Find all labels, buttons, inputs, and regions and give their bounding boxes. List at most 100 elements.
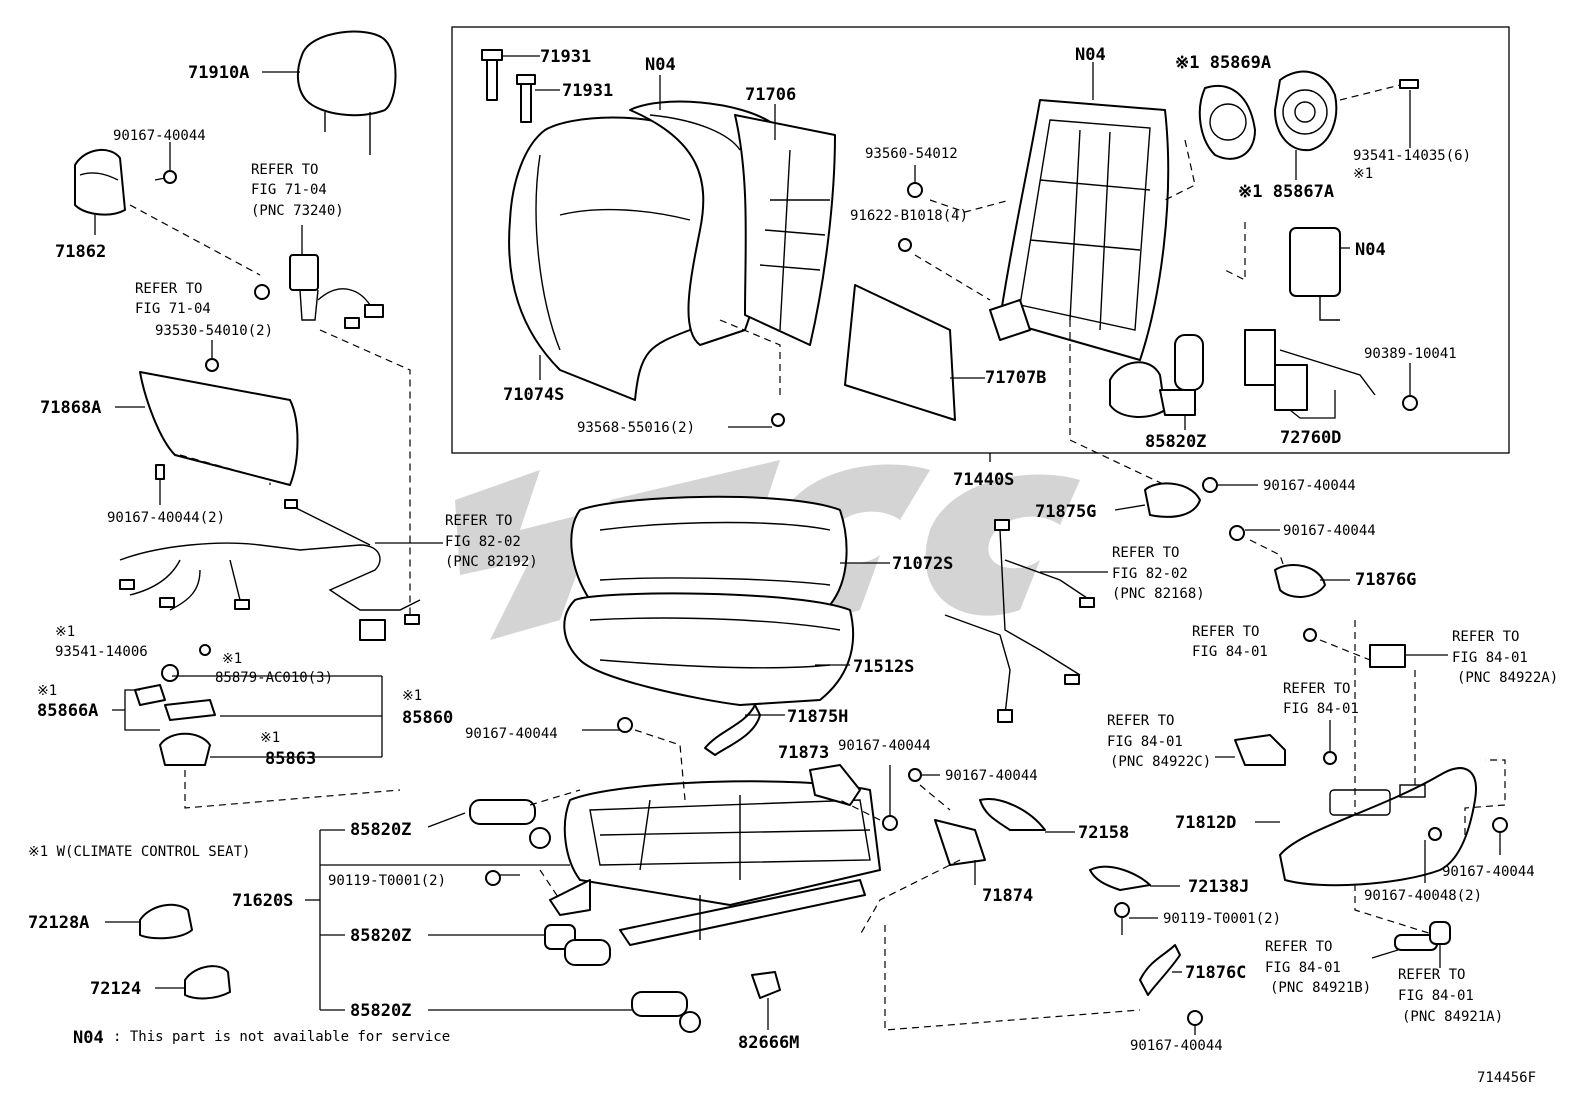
label-refer-pnc: (PNC 84921B) xyxy=(1270,980,1371,996)
seatback-mat-part xyxy=(844,284,956,421)
label-mark: ※1 xyxy=(260,730,280,746)
screw-part xyxy=(882,815,898,831)
label-90119-T0001: 90119-T0001(2) xyxy=(328,873,446,889)
label-90167-40044: 90167-40044 xyxy=(465,726,558,742)
label-mark: ※1 xyxy=(402,688,422,704)
label-90167-40044: 90167-40044 xyxy=(945,768,1038,784)
label-90167-40044: 90167-40044 xyxy=(1263,478,1356,494)
label-90167-40044: 90167-40044 xyxy=(1442,864,1535,880)
label-n04-key: N04 xyxy=(73,1028,104,1048)
label-85863: 85863 xyxy=(265,749,316,769)
label-refer-pnc: (PNC 73240) xyxy=(251,203,344,219)
blower-fan-part xyxy=(1274,70,1338,152)
label-72760D: 72760D xyxy=(1280,428,1341,448)
screw-part xyxy=(771,413,785,427)
seat-adjuster-frame-part xyxy=(549,780,881,946)
label-85866A: 85866A xyxy=(37,701,98,721)
label-refer-pnc: (PNC 82168) xyxy=(1112,586,1205,602)
label-71706: 71706 xyxy=(745,85,796,105)
recliner-motor-part xyxy=(1109,334,1204,418)
screw-part xyxy=(908,768,922,782)
label-90167-40044: 90167-40044 xyxy=(838,738,931,754)
seatback-pad-part xyxy=(629,100,778,346)
label-refer-fig: FIG 84-01 xyxy=(1192,644,1268,660)
label-refer-to: REFER TO xyxy=(251,162,318,178)
label-82666M: 82666M xyxy=(738,1033,799,1053)
wire-harness xyxy=(119,499,421,641)
label-93541-14006: 93541-14006 xyxy=(55,644,148,660)
label-refer-to: REFER TO xyxy=(1192,624,1259,640)
screw-part xyxy=(907,182,923,198)
label-refer-fig: FIG 82-02 xyxy=(1112,566,1188,582)
label-71074S: 71074S xyxy=(503,385,564,405)
label-72128A: 72128A xyxy=(28,913,89,933)
screw-part xyxy=(898,238,912,252)
label-refer-pnc: (PNC 84922A) xyxy=(1457,670,1558,686)
label-refer-to: REFER TO xyxy=(1452,629,1519,645)
screw-part xyxy=(1323,751,1337,765)
label-refer-to: REFER TO xyxy=(445,513,512,529)
label-note-w: ※1 W(CLIMATE CONTROL SEAT) xyxy=(28,844,250,860)
lifter-motor-part xyxy=(544,924,611,966)
cover-part xyxy=(139,903,193,940)
label-71620S: 71620S xyxy=(232,891,293,911)
label-mark: ※1 xyxy=(37,683,57,699)
label-n04: N04 xyxy=(1075,45,1106,65)
cover-part xyxy=(184,965,231,1000)
label-refer-pnc: (PNC 84922C) xyxy=(1110,754,1211,770)
label-refer-to: REFER TO xyxy=(135,281,202,297)
label-93530-54010: 93530-54010(2) xyxy=(155,323,273,339)
label-refer-pnc: (PNC 84921A) xyxy=(1402,1009,1503,1025)
label-85869A: ※1 85869A xyxy=(1175,53,1271,73)
cover-part xyxy=(1139,944,1181,996)
label-mark: ※1 xyxy=(222,651,242,667)
labels: 71910A 90167-40044 REFER TO FIG 71-04 (P… xyxy=(28,45,1558,1086)
seatback-cover-part xyxy=(508,116,709,401)
label-90167-40044: 90167-40044 xyxy=(113,128,206,144)
recliner-cover-part xyxy=(1274,564,1326,598)
seat-side-shield-part xyxy=(1279,767,1477,887)
label-71862: 71862 xyxy=(55,242,106,262)
screw-part xyxy=(1229,525,1245,541)
label-refer-to: REFER TO xyxy=(1398,967,1465,983)
wire-harness-right xyxy=(944,519,1095,723)
label-refer-fig: FIG 84-01 xyxy=(1452,650,1528,666)
label-mark: ※1 xyxy=(1353,166,1373,182)
label-71873: 71873 xyxy=(778,743,829,763)
screw-part xyxy=(1202,477,1218,493)
label-refer-fig: FIG 71-04 xyxy=(251,182,327,198)
label-71868A: 71868A xyxy=(40,398,101,418)
label-refer-fig: FIG 84-01 xyxy=(1283,701,1359,717)
label-n04: N04 xyxy=(1355,240,1386,260)
cover-part xyxy=(704,704,761,756)
screw-part xyxy=(1114,902,1130,918)
screw-part xyxy=(1399,79,1419,89)
label-refer-fig: FIG 71-04 xyxy=(135,301,211,317)
label-85820Z: 85820Z xyxy=(350,926,411,946)
label-93560-54012: 93560-54012 xyxy=(865,146,958,162)
label-72124: 72124 xyxy=(90,979,141,999)
slide-motor-part xyxy=(469,799,551,849)
label-71512S: 71512S xyxy=(853,657,914,677)
screw-part xyxy=(617,717,633,733)
seatback-board-part xyxy=(734,114,836,346)
label-85879-AC010: 85879-AC010(3) xyxy=(215,670,333,686)
screw-part xyxy=(155,464,165,480)
label-90167-40044: 90167-40044 xyxy=(1130,1038,1223,1054)
label-71875H: 71875H xyxy=(787,707,848,727)
label-refer-fig: FIG 82-02 xyxy=(445,534,521,550)
screw-part xyxy=(1492,817,1508,833)
label-93568-55016: 93568-55016(2) xyxy=(577,420,695,436)
screw-part xyxy=(1187,1010,1203,1026)
label-90119-T0001: 90119-T0001(2) xyxy=(1163,911,1281,927)
label-90389-10041: 90389-10041 xyxy=(1364,346,1457,362)
climate-duct-part xyxy=(1289,227,1341,321)
label-85867A: ※1 85867A xyxy=(1238,182,1334,202)
switch-bracket-part xyxy=(1234,734,1286,766)
seat-cushion-pad-part xyxy=(563,592,855,706)
label-90167-40044: 90167-40044 xyxy=(1283,523,1376,539)
screw-part xyxy=(1402,395,1418,411)
label-71876G: 71876G xyxy=(1355,570,1416,590)
label-93541-14035: 93541-14035(6) xyxy=(1353,148,1471,164)
